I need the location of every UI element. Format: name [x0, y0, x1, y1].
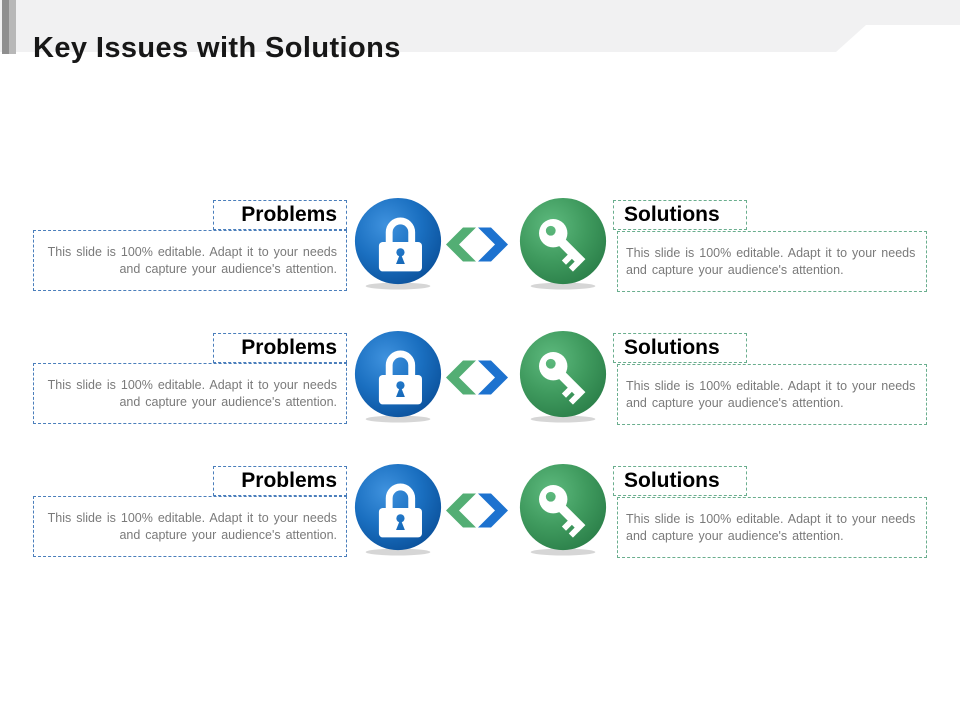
chevron-right-icon — [478, 227, 508, 262]
issue-row-1: Problems This slide is 100% editable. Ad… — [0, 200, 960, 300]
chevron-left-icon — [446, 227, 476, 262]
slide-title: Key Issues with Solutions — [33, 32, 401, 65]
solutions-label-box: Solutions — [613, 333, 747, 363]
issue-row-3: Problems This slide is 100% editable. Ad… — [0, 466, 960, 566]
issue-row-2: Problems This slide is 100% editable. Ad… — [0, 333, 960, 433]
solutions-description: This slide is 100% editable. Adapt it to… — [626, 378, 916, 410]
solutions-description: This slide is 100% editable. Adapt it to… — [626, 511, 916, 543]
problems-label: Problems — [241, 203, 337, 226]
chevron-right-icon — [478, 493, 508, 528]
solutions-label-box: Solutions — [613, 466, 747, 496]
solutions-description-box: This slide is 100% editable. Adapt it to… — [617, 497, 927, 558]
problems-label-box: Problems — [213, 466, 347, 496]
chevron-right-icon — [478, 360, 508, 395]
problems-label: Problems — [241, 469, 337, 492]
solutions-label: Solutions — [624, 203, 720, 226]
lock-icon — [351, 329, 445, 423]
solutions-description-box: This slide is 100% editable. Adapt it to… — [617, 231, 927, 292]
chevron-left-icon — [446, 360, 476, 395]
header-band — [0, 0, 960, 52]
key-icon — [516, 462, 610, 556]
solutions-description: This slide is 100% editable. Adapt it to… — [626, 245, 916, 277]
problems-description: This slide is 100% editable. Adapt it to… — [47, 510, 337, 542]
lock-icon — [351, 196, 445, 290]
solutions-label-box: Solutions — [613, 200, 747, 230]
problems-description-box: This slide is 100% editable. Adapt it to… — [33, 363, 347, 424]
key-icon — [516, 329, 610, 423]
solutions-label: Solutions — [624, 336, 720, 359]
chevron-left-icon — [446, 493, 476, 528]
solutions-description-box: This slide is 100% editable. Adapt it to… — [617, 364, 927, 425]
lock-icon — [351, 462, 445, 556]
problems-label-box: Problems — [213, 333, 347, 363]
problems-label: Problems — [241, 336, 337, 359]
problems-description-box: This slide is 100% editable. Adapt it to… — [33, 496, 347, 557]
solutions-label: Solutions — [624, 469, 720, 492]
problems-description: This slide is 100% editable. Adapt it to… — [47, 244, 337, 276]
left-accent-bar-dark — [2, 0, 9, 54]
problems-label-box: Problems — [213, 200, 347, 230]
problems-description: This slide is 100% editable. Adapt it to… — [47, 377, 337, 409]
problems-description-box: This slide is 100% editable. Adapt it to… — [33, 230, 347, 291]
left-accent-bar-light — [9, 0, 16, 54]
key-icon — [516, 196, 610, 290]
